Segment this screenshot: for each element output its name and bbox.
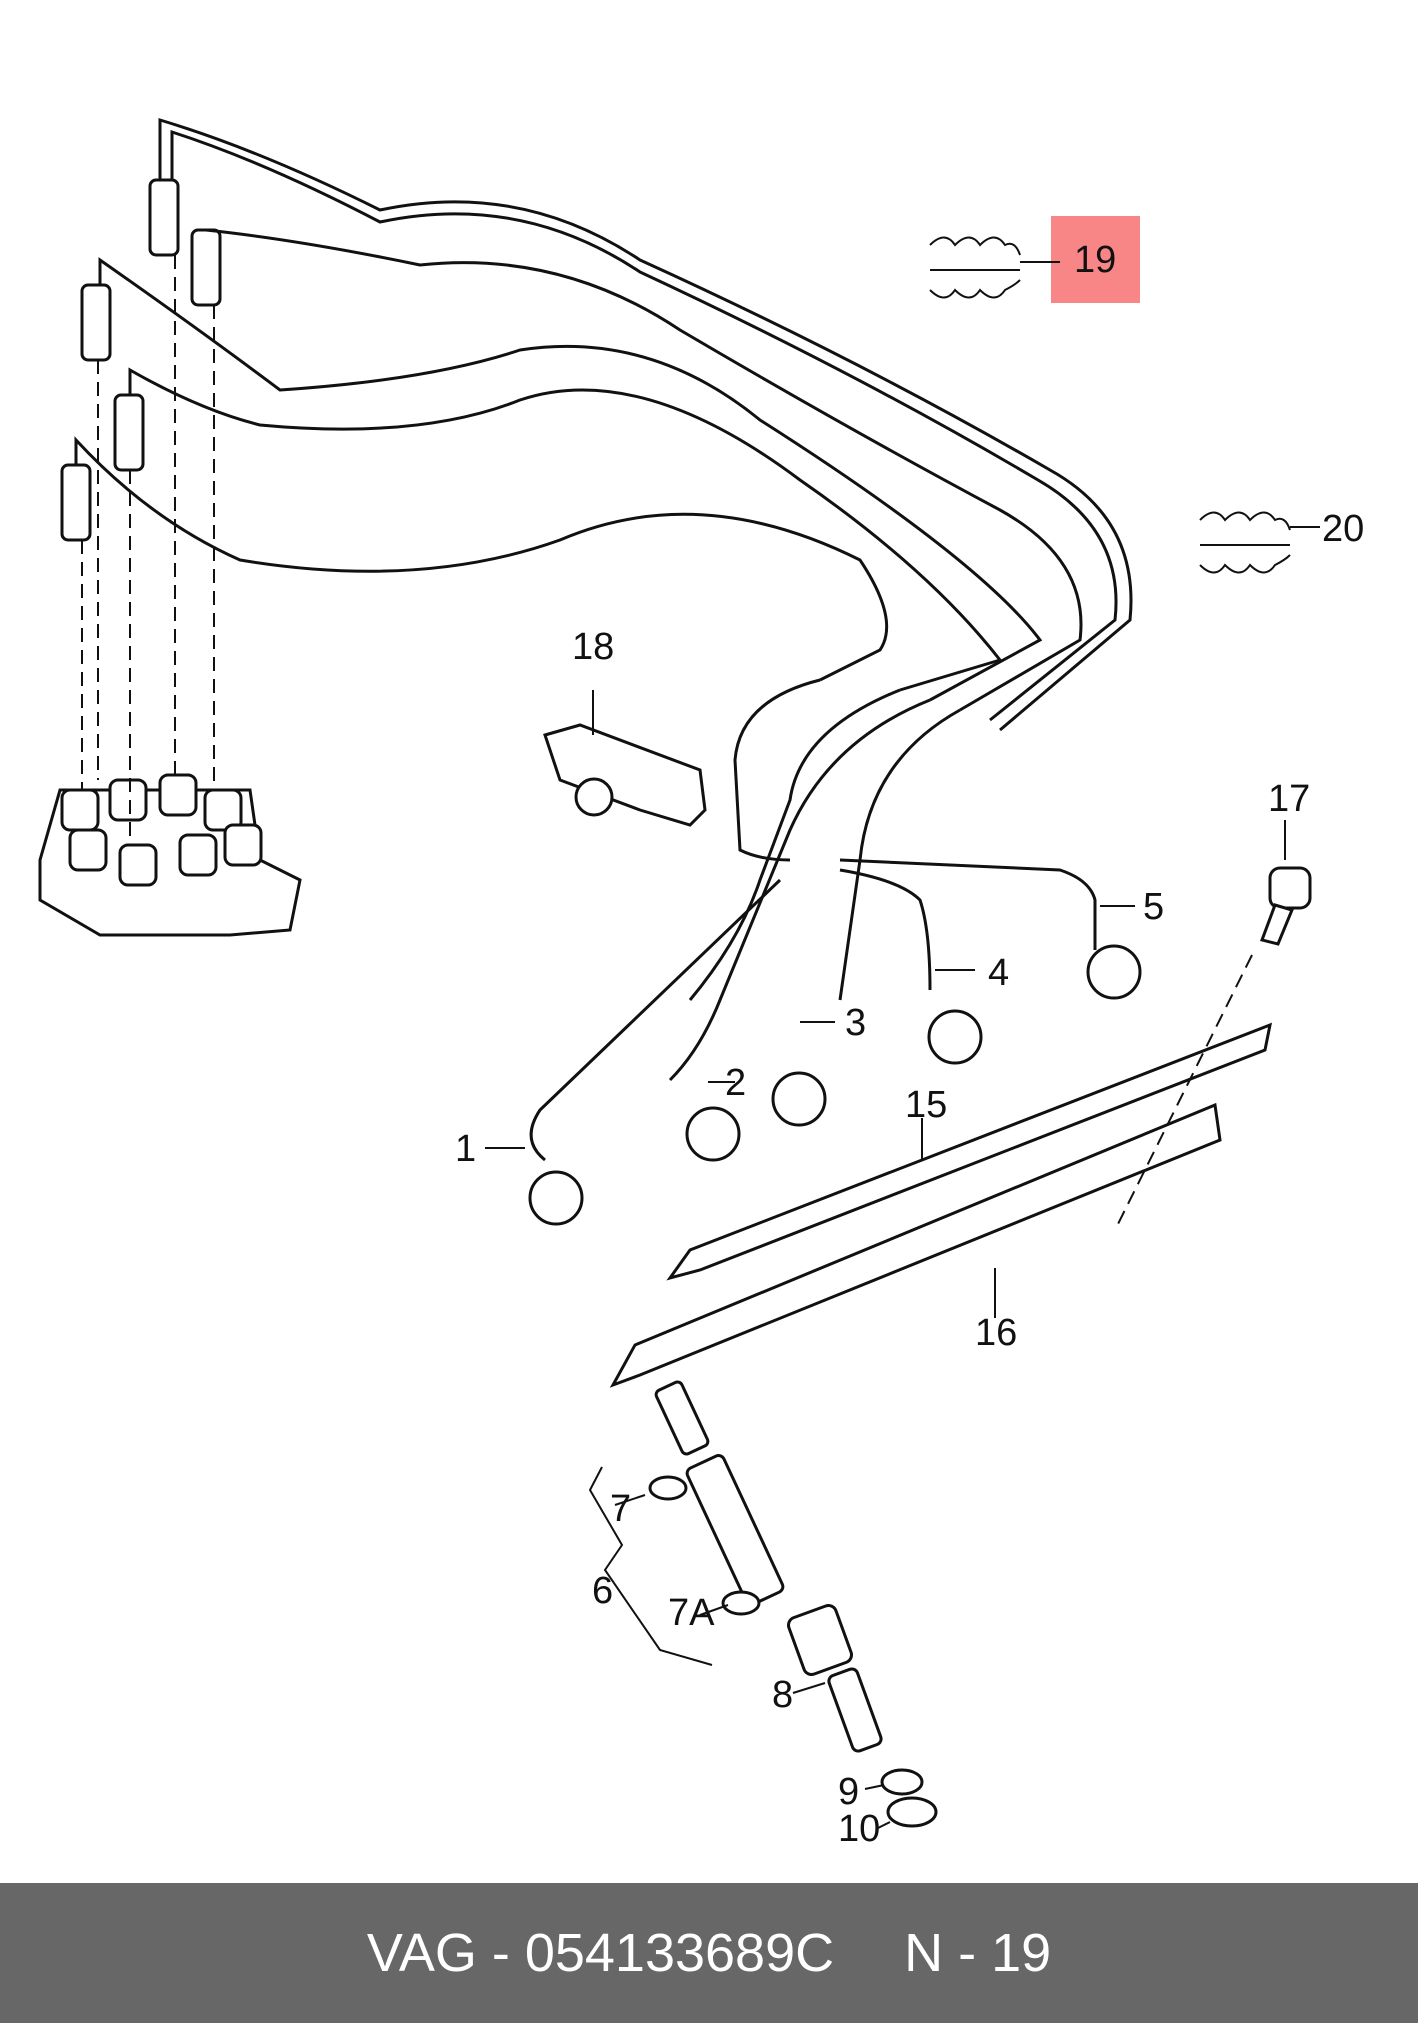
callout-10: 10 xyxy=(838,1808,881,1850)
pipe-union-nuts xyxy=(528,944,1142,1226)
callout-20: 20 xyxy=(1322,508,1365,550)
callout-1: 1 xyxy=(455,1128,477,1170)
callout-4: 4 xyxy=(988,952,1010,994)
callout-19: 19 xyxy=(1074,239,1117,281)
highlighted-callout-box xyxy=(1051,216,1140,303)
callout-8: 8 xyxy=(772,1674,794,1716)
callout-6: 6 xyxy=(592,1570,614,1612)
callout-5: 5 xyxy=(1143,886,1165,928)
injection-lines-diagram xyxy=(38,117,1320,1829)
part-number-label: VAG - 054133689C xyxy=(366,1923,835,1983)
callout-18: 18 xyxy=(572,626,615,668)
callout-7a: 7A xyxy=(668,1592,715,1634)
gasket-part-16 xyxy=(609,1102,1222,1388)
injector-assembly xyxy=(588,1380,938,1828)
leader-lines xyxy=(485,261,1320,1829)
clips-part-20 xyxy=(1199,511,1291,574)
bolt-part-17 xyxy=(1114,866,1312,1231)
callout-7: 7 xyxy=(610,1488,632,1530)
injection-pipes xyxy=(74,117,1133,1162)
clips-part-19 xyxy=(929,236,1021,299)
injection-pump-head xyxy=(38,773,302,937)
part-number-footer: VAG - 054133689C N - 19 xyxy=(0,1883,1418,2023)
callout-15: 15 xyxy=(905,1084,948,1126)
strip-part-15 xyxy=(666,1022,1273,1281)
callout-3: 3 xyxy=(845,1002,867,1044)
callout-16: 16 xyxy=(975,1312,1018,1354)
callout-17: 17 xyxy=(1268,778,1311,820)
clamp-part-18 xyxy=(543,723,707,827)
reference-number-label: N - 19 xyxy=(904,1923,1052,1983)
callout-9: 9 xyxy=(838,1771,860,1813)
callout-2: 2 xyxy=(725,1062,747,1104)
pump-outlet-fittings xyxy=(60,178,222,542)
